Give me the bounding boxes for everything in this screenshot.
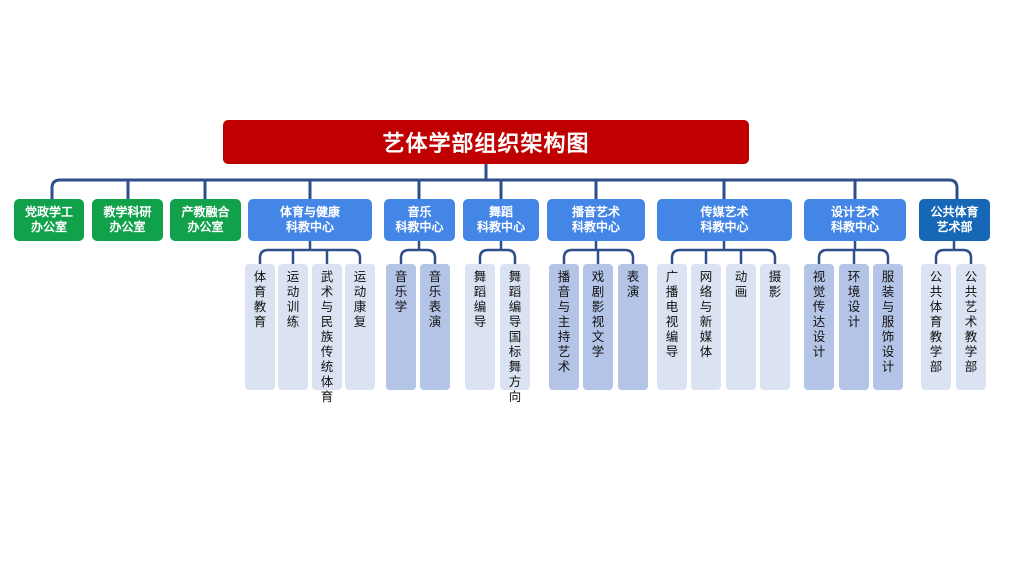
sub-unit-visual-communication: 视觉传达设计: [804, 264, 834, 390]
dept-music-center: 音乐科教中心: [384, 199, 455, 241]
sub-unit-dance-ballroom: 舞蹈编导国标舞方向: [500, 264, 530, 404]
dept-public-sports-arts: 公共体育艺术部: [919, 199, 990, 241]
sub-unit-acting: 表演: [618, 264, 648, 390]
sub-unit-tv-directing: 广播电视编导: [657, 264, 687, 390]
sub-unit-broadcasting-hosting: 播音与主持艺术: [549, 264, 579, 390]
chart-title: 艺体学部组织架构图: [223, 120, 749, 164]
sub-unit-sports-rehab: 运动康复: [345, 264, 375, 390]
dept-party-affairs-office: 党政学工办公室: [14, 199, 84, 241]
sub-unit-fashion-design: 服装与服饰设计: [873, 264, 903, 390]
sub-unit-martial-arts: 武术与民族传统体育: [312, 264, 342, 404]
dept-broadcasting-center: 播音艺术科教中心: [547, 199, 645, 241]
sub-unit-network-new-media: 网络与新媒体: [691, 264, 721, 390]
dept-design-arts-center: 设计艺术科教中心: [804, 199, 906, 241]
sub-unit-sports-education: 体育教育: [245, 264, 275, 390]
dept-dance-center: 舞蹈科教中心: [463, 199, 539, 241]
sub-unit-drama-film-literature: 戏剧影视文学: [583, 264, 613, 390]
sub-unit-public-arts-teaching: 公共艺术教学部: [956, 264, 986, 390]
sub-unit-dance-choreography: 舞蹈编导: [465, 264, 495, 390]
dept-industry-education-office: 产教融合办公室: [170, 199, 241, 241]
sub-unit-animation: 动画: [726, 264, 756, 390]
sub-unit-musicology: 音乐学: [386, 264, 416, 390]
sub-unit-public-sports-teaching: 公共体育教学部: [921, 264, 951, 390]
dept-media-arts-center: 传媒艺术科教中心: [657, 199, 792, 241]
sub-unit-photography: 摄影: [760, 264, 790, 390]
sub-unit-music-performance: 音乐表演: [420, 264, 450, 390]
sub-unit-sports-training: 运动训练: [278, 264, 308, 390]
sub-unit-environmental-design: 环境设计: [839, 264, 869, 390]
dept-sports-health-center: 体育与健康科教中心: [248, 199, 372, 241]
dept-teaching-research-office: 教学科研办公室: [92, 199, 163, 241]
